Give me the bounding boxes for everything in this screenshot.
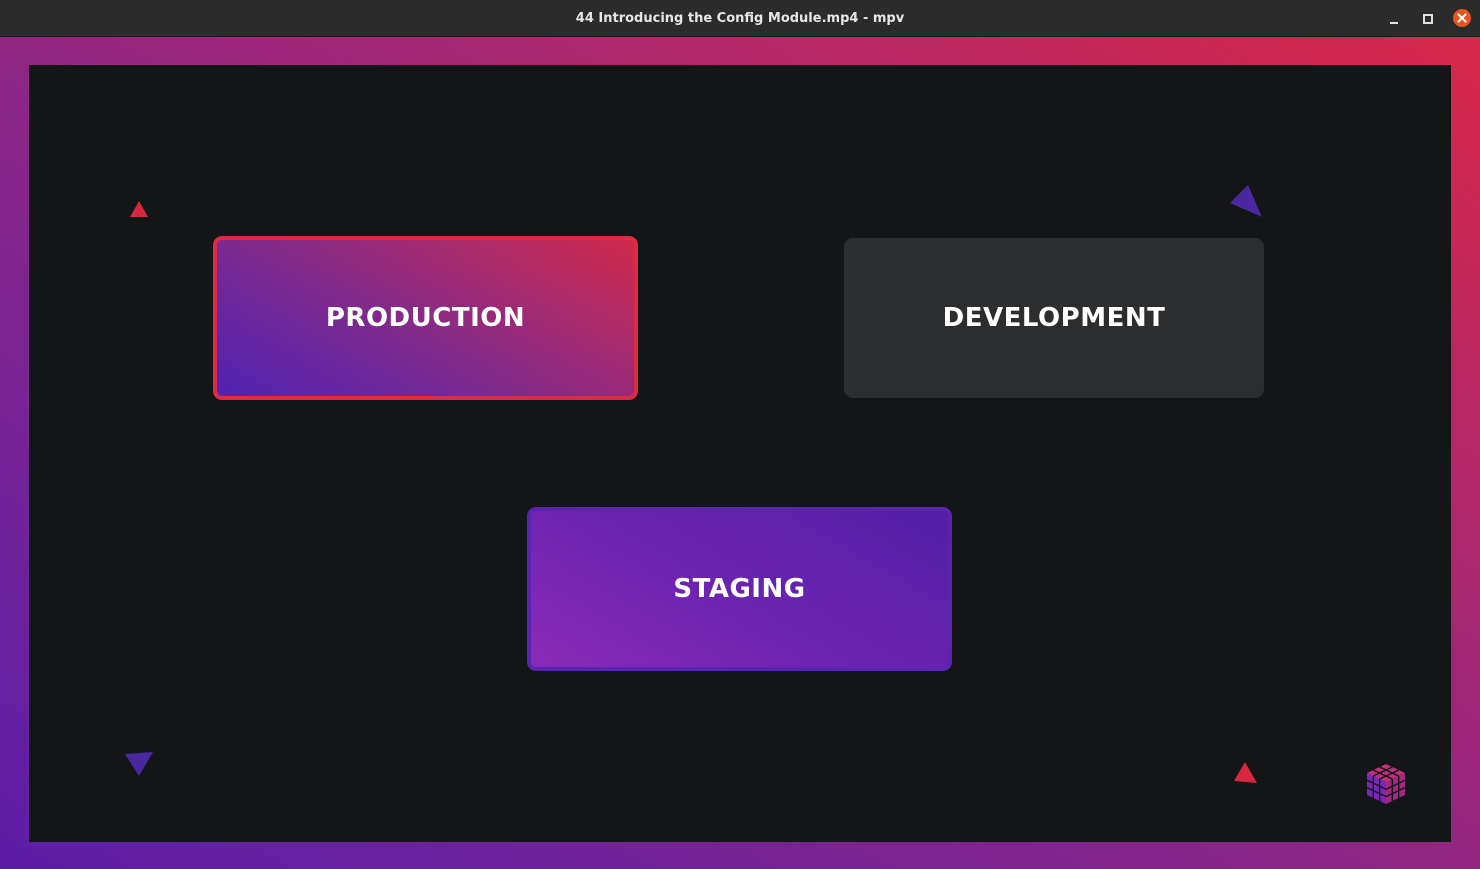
- triangle-red-icon: [1234, 762, 1257, 783]
- triangle-purple-icon: [1230, 185, 1262, 217]
- window-titlebar[interactable]: 44 Introducing the Config Module.mp4 - m…: [0, 0, 1480, 37]
- maximize-icon: [1423, 14, 1433, 24]
- cube-logo-icon: [1366, 764, 1406, 804]
- window-title: 44 Introducing the Config Module.mp4 - m…: [575, 11, 905, 26]
- production-card: PRODUCTION: [213, 236, 638, 400]
- development-card: DEVELOPMENT: [844, 238, 1264, 398]
- video-frame[interactable]: PRODUCTION DEVELOPMENT STAGING: [0, 37, 1480, 869]
- development-label: DEVELOPMENT: [942, 303, 1166, 333]
- maximize-button[interactable]: [1418, 9, 1438, 29]
- minimize-icon: [1390, 22, 1398, 24]
- triangle-purple-icon: [125, 752, 153, 776]
- minimize-button[interactable]: [1384, 9, 1404, 29]
- triangle-red-icon: [130, 201, 148, 217]
- close-icon: [1453, 9, 1471, 27]
- slide-stage: PRODUCTION DEVELOPMENT STAGING: [29, 65, 1451, 842]
- staging-label: STAGING: [673, 574, 806, 604]
- staging-card: STAGING: [527, 507, 952, 671]
- close-button[interactable]: [1452, 8, 1472, 28]
- production-label: PRODUCTION: [325, 303, 526, 333]
